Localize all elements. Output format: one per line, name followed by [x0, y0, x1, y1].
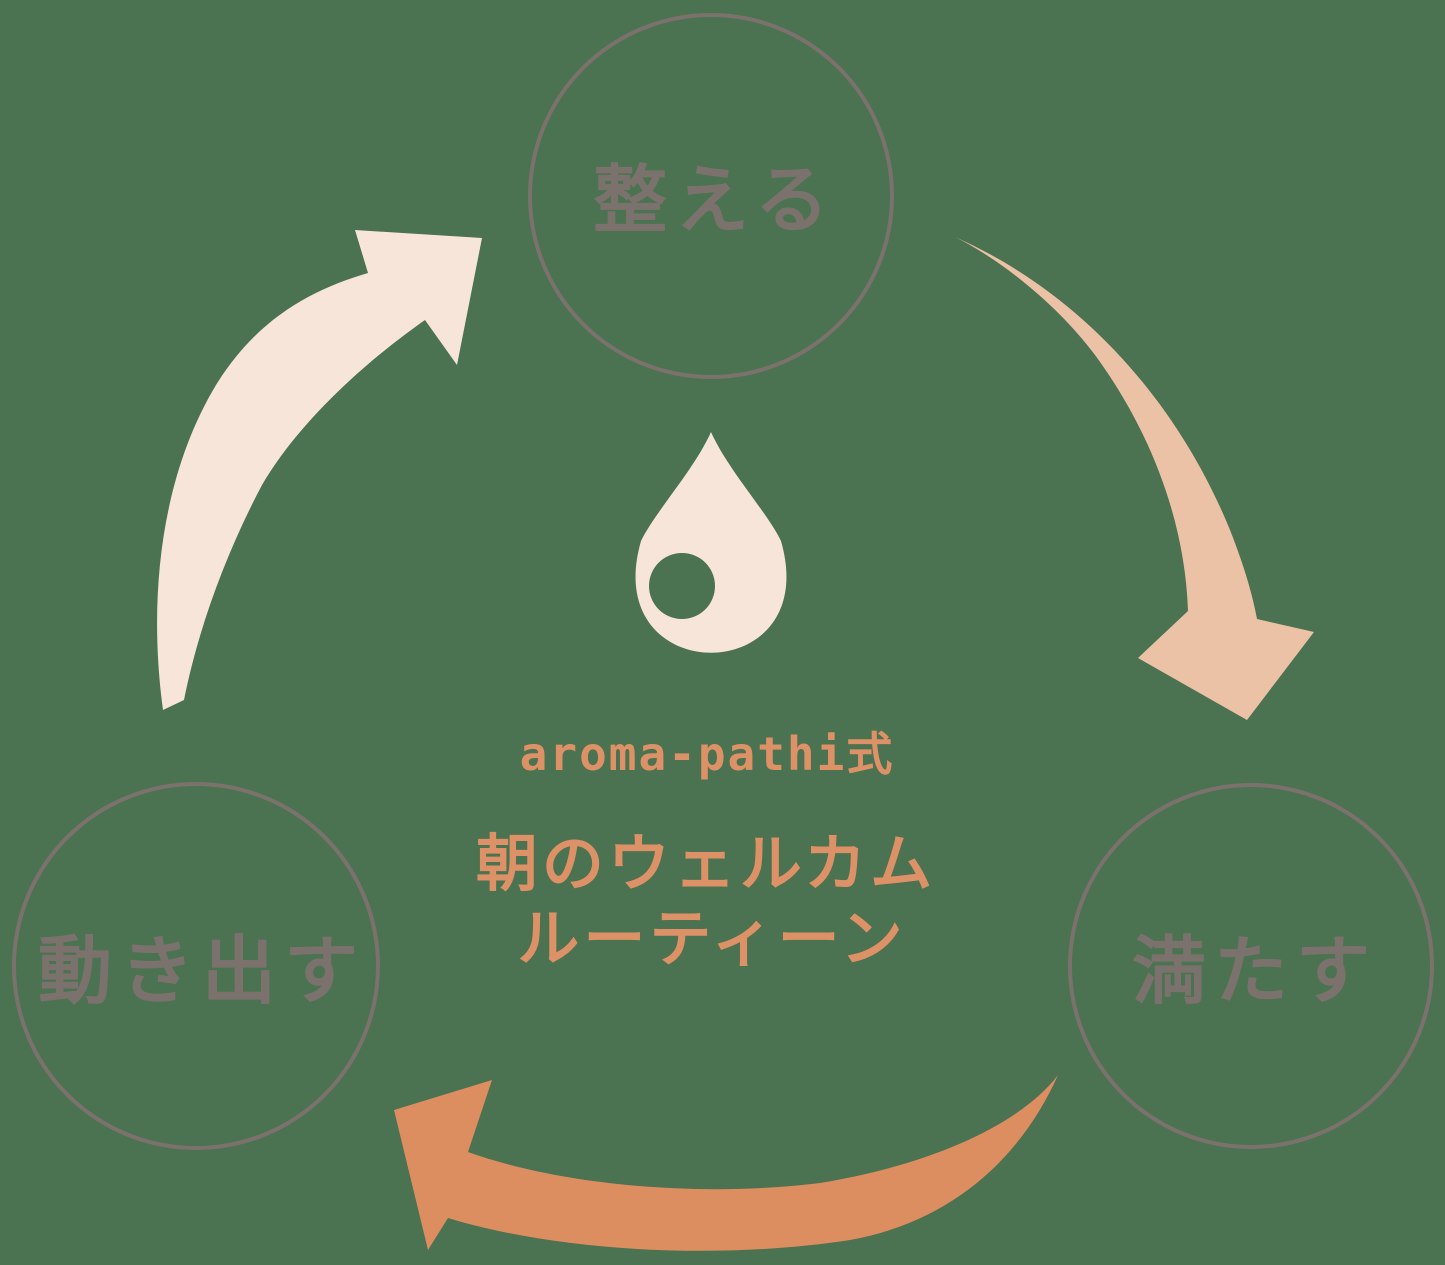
curved-arrow-down-right-icon [955, 237, 1314, 720]
brand-line: aroma-pathi式 [519, 727, 895, 781]
node-circle-left [12, 782, 380, 1150]
node-circle-top [528, 13, 894, 379]
droplet-icon [635, 432, 787, 653]
node-circle-right [1068, 783, 1434, 1149]
curved-arrow-up-left-icon [394, 1075, 1058, 1251]
title-line-2: ルーティーン [517, 902, 907, 975]
node-label-left: 動き出す [38, 928, 366, 1015]
node-label-top: 整える [593, 157, 837, 244]
node-label-right: 満たす [1132, 928, 1378, 1015]
title-line-1: 朝のウェルカム [475, 827, 937, 900]
curved-arrow-up-right-icon [157, 230, 482, 710]
